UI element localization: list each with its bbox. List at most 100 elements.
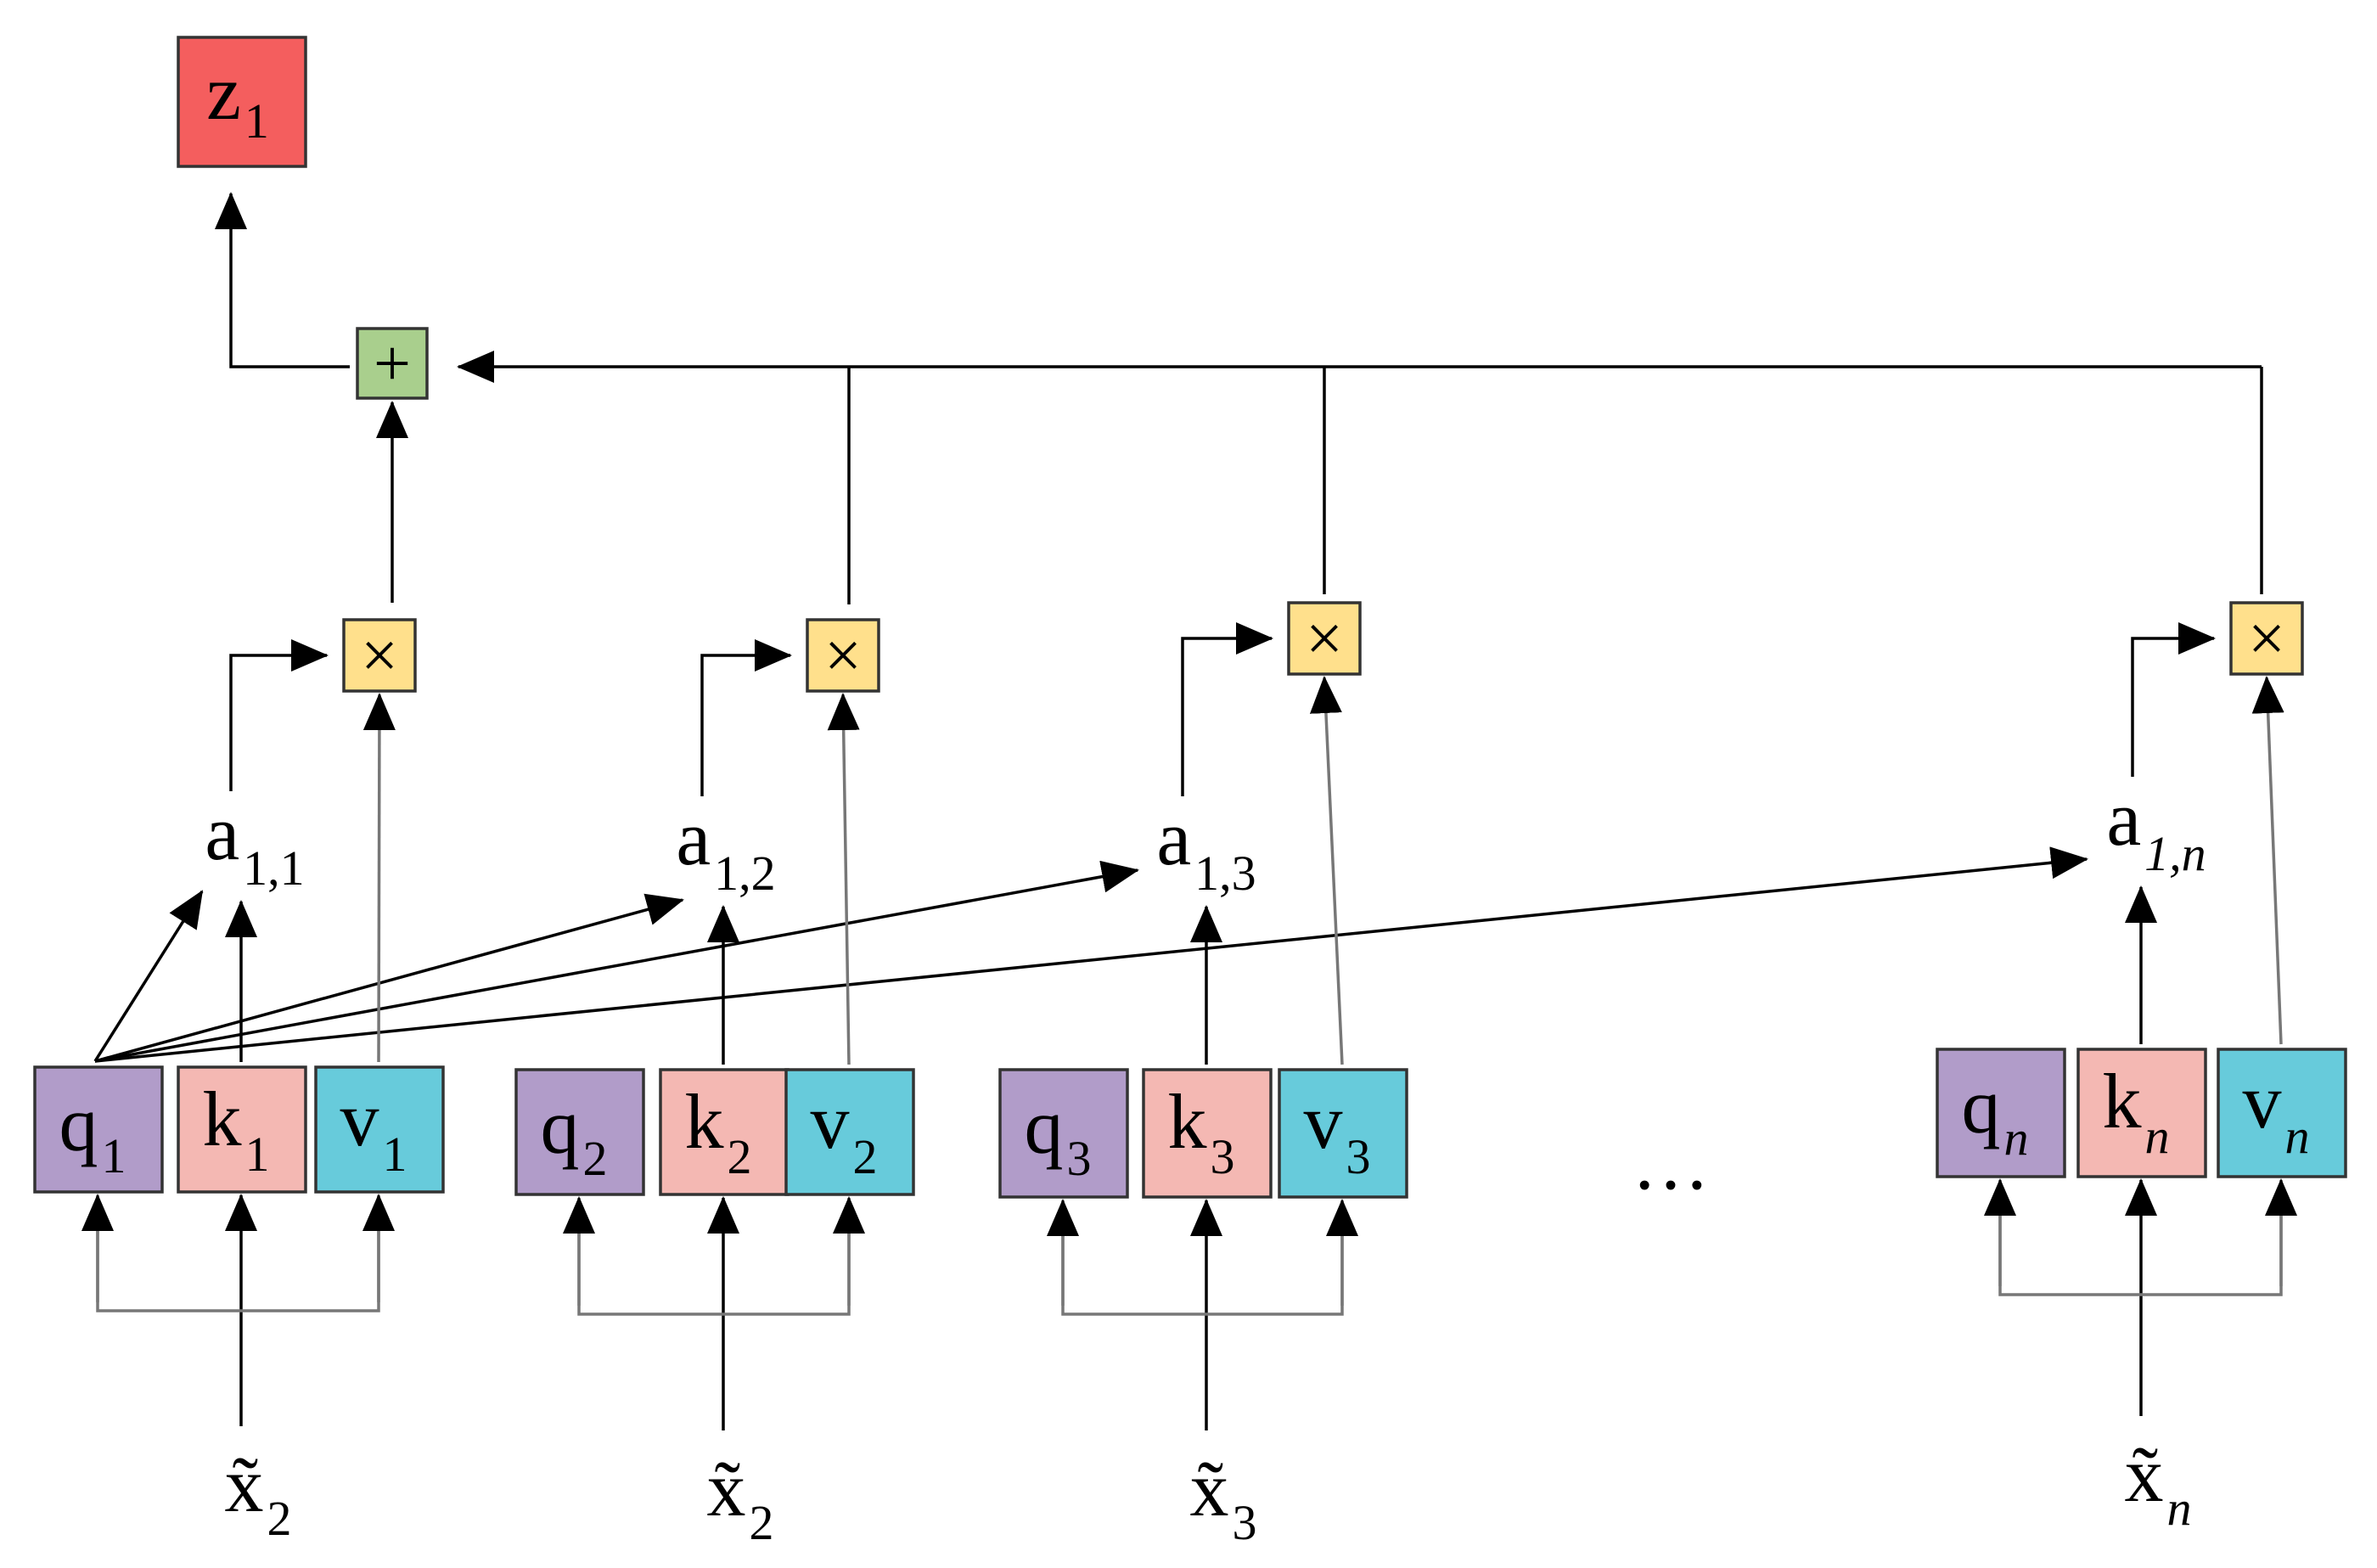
output-z1-label: z1	[206, 49, 269, 149]
v2-to-mul2	[827, 693, 860, 1065]
q3-box	[998, 1068, 1129, 1199]
k4-box	[2076, 1048, 2207, 1178]
attention-score-a2-subscript: 1,2	[714, 846, 776, 901]
attention-score-a1-main: a	[205, 790, 239, 876]
k2-box	[659, 1068, 790, 1196]
v2-box	[784, 1068, 915, 1196]
multiply-node-3	[1287, 601, 1362, 676]
q2-label: q2	[541, 1083, 608, 1186]
v2-label: v2	[811, 1078, 878, 1184]
diagram-nodes	[33, 36, 2347, 1199]
fan-q1-a13	[94, 860, 1139, 1063]
multiply-node-1-symbol: ×	[361, 618, 398, 692]
v3-label-main: v	[1304, 1078, 1343, 1165]
v4-label: vn	[2243, 1058, 2310, 1164]
output-z1-box	[177, 36, 307, 168]
sum-to-output	[215, 192, 350, 368]
a3-to-mul3	[1181, 622, 1273, 796]
multiply-node-3-symbol: ×	[1306, 601, 1343, 675]
k4-label-subscript: n	[2145, 1109, 2170, 1164]
input-x2-subscript: 2	[750, 1495, 774, 1550]
k2-label-main: k	[685, 1078, 724, 1165]
q4-label-main: q	[1962, 1063, 2001, 1149]
q1-box	[33, 1065, 164, 1194]
q3-label: q3	[1025, 1083, 1092, 1186]
v4-label-main: v	[2243, 1058, 2282, 1144]
ellipsis: …	[1632, 1119, 1710, 1206]
a4-to-mul4	[2131, 622, 2216, 777]
input-x3-subscript: 3	[1233, 1495, 1257, 1550]
attention-score-a4-subscript: 1,n	[2144, 826, 2206, 881]
input-bus-1	[96, 1195, 380, 1312]
attention-score-a1-subscript: 1,1	[243, 840, 305, 896]
input-x1-subscript: 2	[267, 1491, 292, 1546]
k1-label: k1	[203, 1076, 270, 1182]
connector-lines	[81, 192, 2297, 1430]
v3-label-subscript: 3	[1346, 1129, 1371, 1184]
k3-label-main: k	[1168, 1078, 1207, 1165]
attention-score-a3: a1,3	[1156, 795, 1256, 901]
input-x3: x̃3	[1190, 1446, 1257, 1550]
input-x1: x̃2	[225, 1442, 292, 1546]
v4-to-mul4	[2251, 676, 2284, 1045]
q3-label-subscript: 3	[1067, 1131, 1092, 1186]
v2-label-subscript: 2	[853, 1129, 878, 1184]
v1-label-subscript: 1	[383, 1127, 407, 1182]
v4-label-subscript: n	[2285, 1109, 2310, 1164]
q1-label-main: q	[59, 1081, 98, 1167]
input-bus-3	[1061, 1200, 1344, 1316]
v3-label: v3	[1304, 1078, 1371, 1184]
v1-box	[314, 1065, 445, 1194]
input-x2-main: x̃	[707, 1446, 746, 1532]
sum-node	[356, 327, 429, 400]
q2-box	[514, 1068, 645, 1196]
input-x2: x̃2	[707, 1446, 774, 1550]
fan-q1-a11	[93, 890, 204, 1062]
k1-label-main: k	[203, 1076, 242, 1162]
input-x3-main: x̃	[1190, 1446, 1229, 1532]
attention-score-a2-main: a	[676, 795, 711, 881]
v3-box	[1278, 1068, 1408, 1199]
v1-label: v1	[340, 1076, 407, 1182]
k4-label: kn	[2103, 1058, 2170, 1164]
multiply-node-2	[806, 618, 880, 693]
k1-box	[177, 1065, 307, 1194]
output-z1-label-main: z	[206, 49, 241, 136]
fan-q1-a12	[94, 893, 684, 1063]
k3-label: k3	[1168, 1078, 1235, 1184]
output-z1-label-subscript: 1	[244, 93, 269, 149]
attention-score-a3-main: a	[1156, 795, 1191, 881]
multiply-node-4	[2229, 601, 2304, 676]
attention-score-a1: a1,1	[205, 790, 304, 896]
k2-label-subscript: 2	[728, 1129, 752, 1184]
v4-box	[2217, 1048, 2347, 1178]
multiply-node-1	[342, 618, 417, 693]
attention-score-a2: a1,2	[676, 795, 775, 901]
attention-score-a4-main: a	[2106, 775, 2141, 862]
k3-box	[1142, 1068, 1273, 1199]
q4-label: qn	[1962, 1063, 2029, 1166]
q2-label-subscript: 2	[583, 1131, 608, 1186]
v1-label-main: v	[340, 1076, 379, 1162]
k1-label-subscript: 1	[245, 1127, 270, 1182]
input-x4-main: x̃	[2125, 1431, 2164, 1518]
fan-q1-a1n	[94, 846, 2088, 1063]
q4-box	[1936, 1048, 2066, 1178]
q4-label-subscript: n	[2004, 1110, 2029, 1166]
q3-label-main: q	[1025, 1083, 1064, 1170]
q2-label-main: q	[541, 1083, 580, 1170]
input-x1-main: x̃	[225, 1442, 264, 1528]
input-bus-2	[577, 1198, 851, 1316]
a2-to-mul2	[700, 639, 792, 796]
q1-label-subscript: 1	[102, 1128, 126, 1183]
v3-to-mul3	[1309, 676, 1344, 1065]
a1-to-mul1	[229, 639, 329, 791]
sum-node-symbol: +	[374, 326, 411, 400]
input-x4: x̃n	[2125, 1431, 2192, 1536]
q1-label: q1	[59, 1081, 126, 1183]
multiply-node-2-symbol: ×	[824, 618, 862, 692]
k3-label-subscript: 3	[1211, 1129, 1235, 1184]
input-x4-subscript: n	[2167, 1481, 2192, 1536]
